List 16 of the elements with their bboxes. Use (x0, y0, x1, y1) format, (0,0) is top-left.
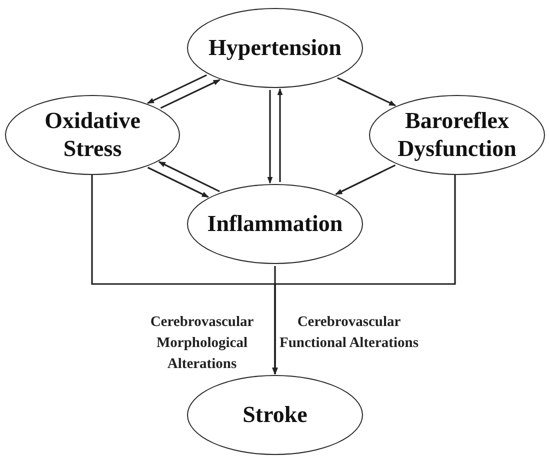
arrow (337, 77, 396, 106)
arrow (158, 161, 220, 192)
arrow (267, 90, 273, 184)
arrow (160, 79, 220, 109)
node-label: Baroreflex Dysfunction (396, 107, 518, 163)
arrow (147, 166, 209, 198)
node-label: Inflammation (207, 210, 343, 238)
annotation-text: Cerebrovascular Functional Alterations (278, 313, 420, 354)
arrow (272, 266, 278, 375)
arrow (277, 88, 283, 182)
node-label: Oxidative Stress (44, 107, 142, 163)
arrow (147, 74, 207, 104)
arrow (335, 164, 396, 195)
annotation-text: Cerebrovascular Morphological Alterations (149, 313, 255, 374)
node-label: Stroke (242, 401, 308, 429)
node-label: Hypertension (208, 34, 342, 62)
